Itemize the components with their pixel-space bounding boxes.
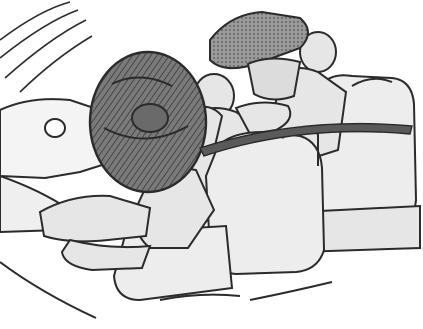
steering-wheel-airbag — [90, 52, 206, 192]
windshield-lines — [0, 2, 92, 92]
